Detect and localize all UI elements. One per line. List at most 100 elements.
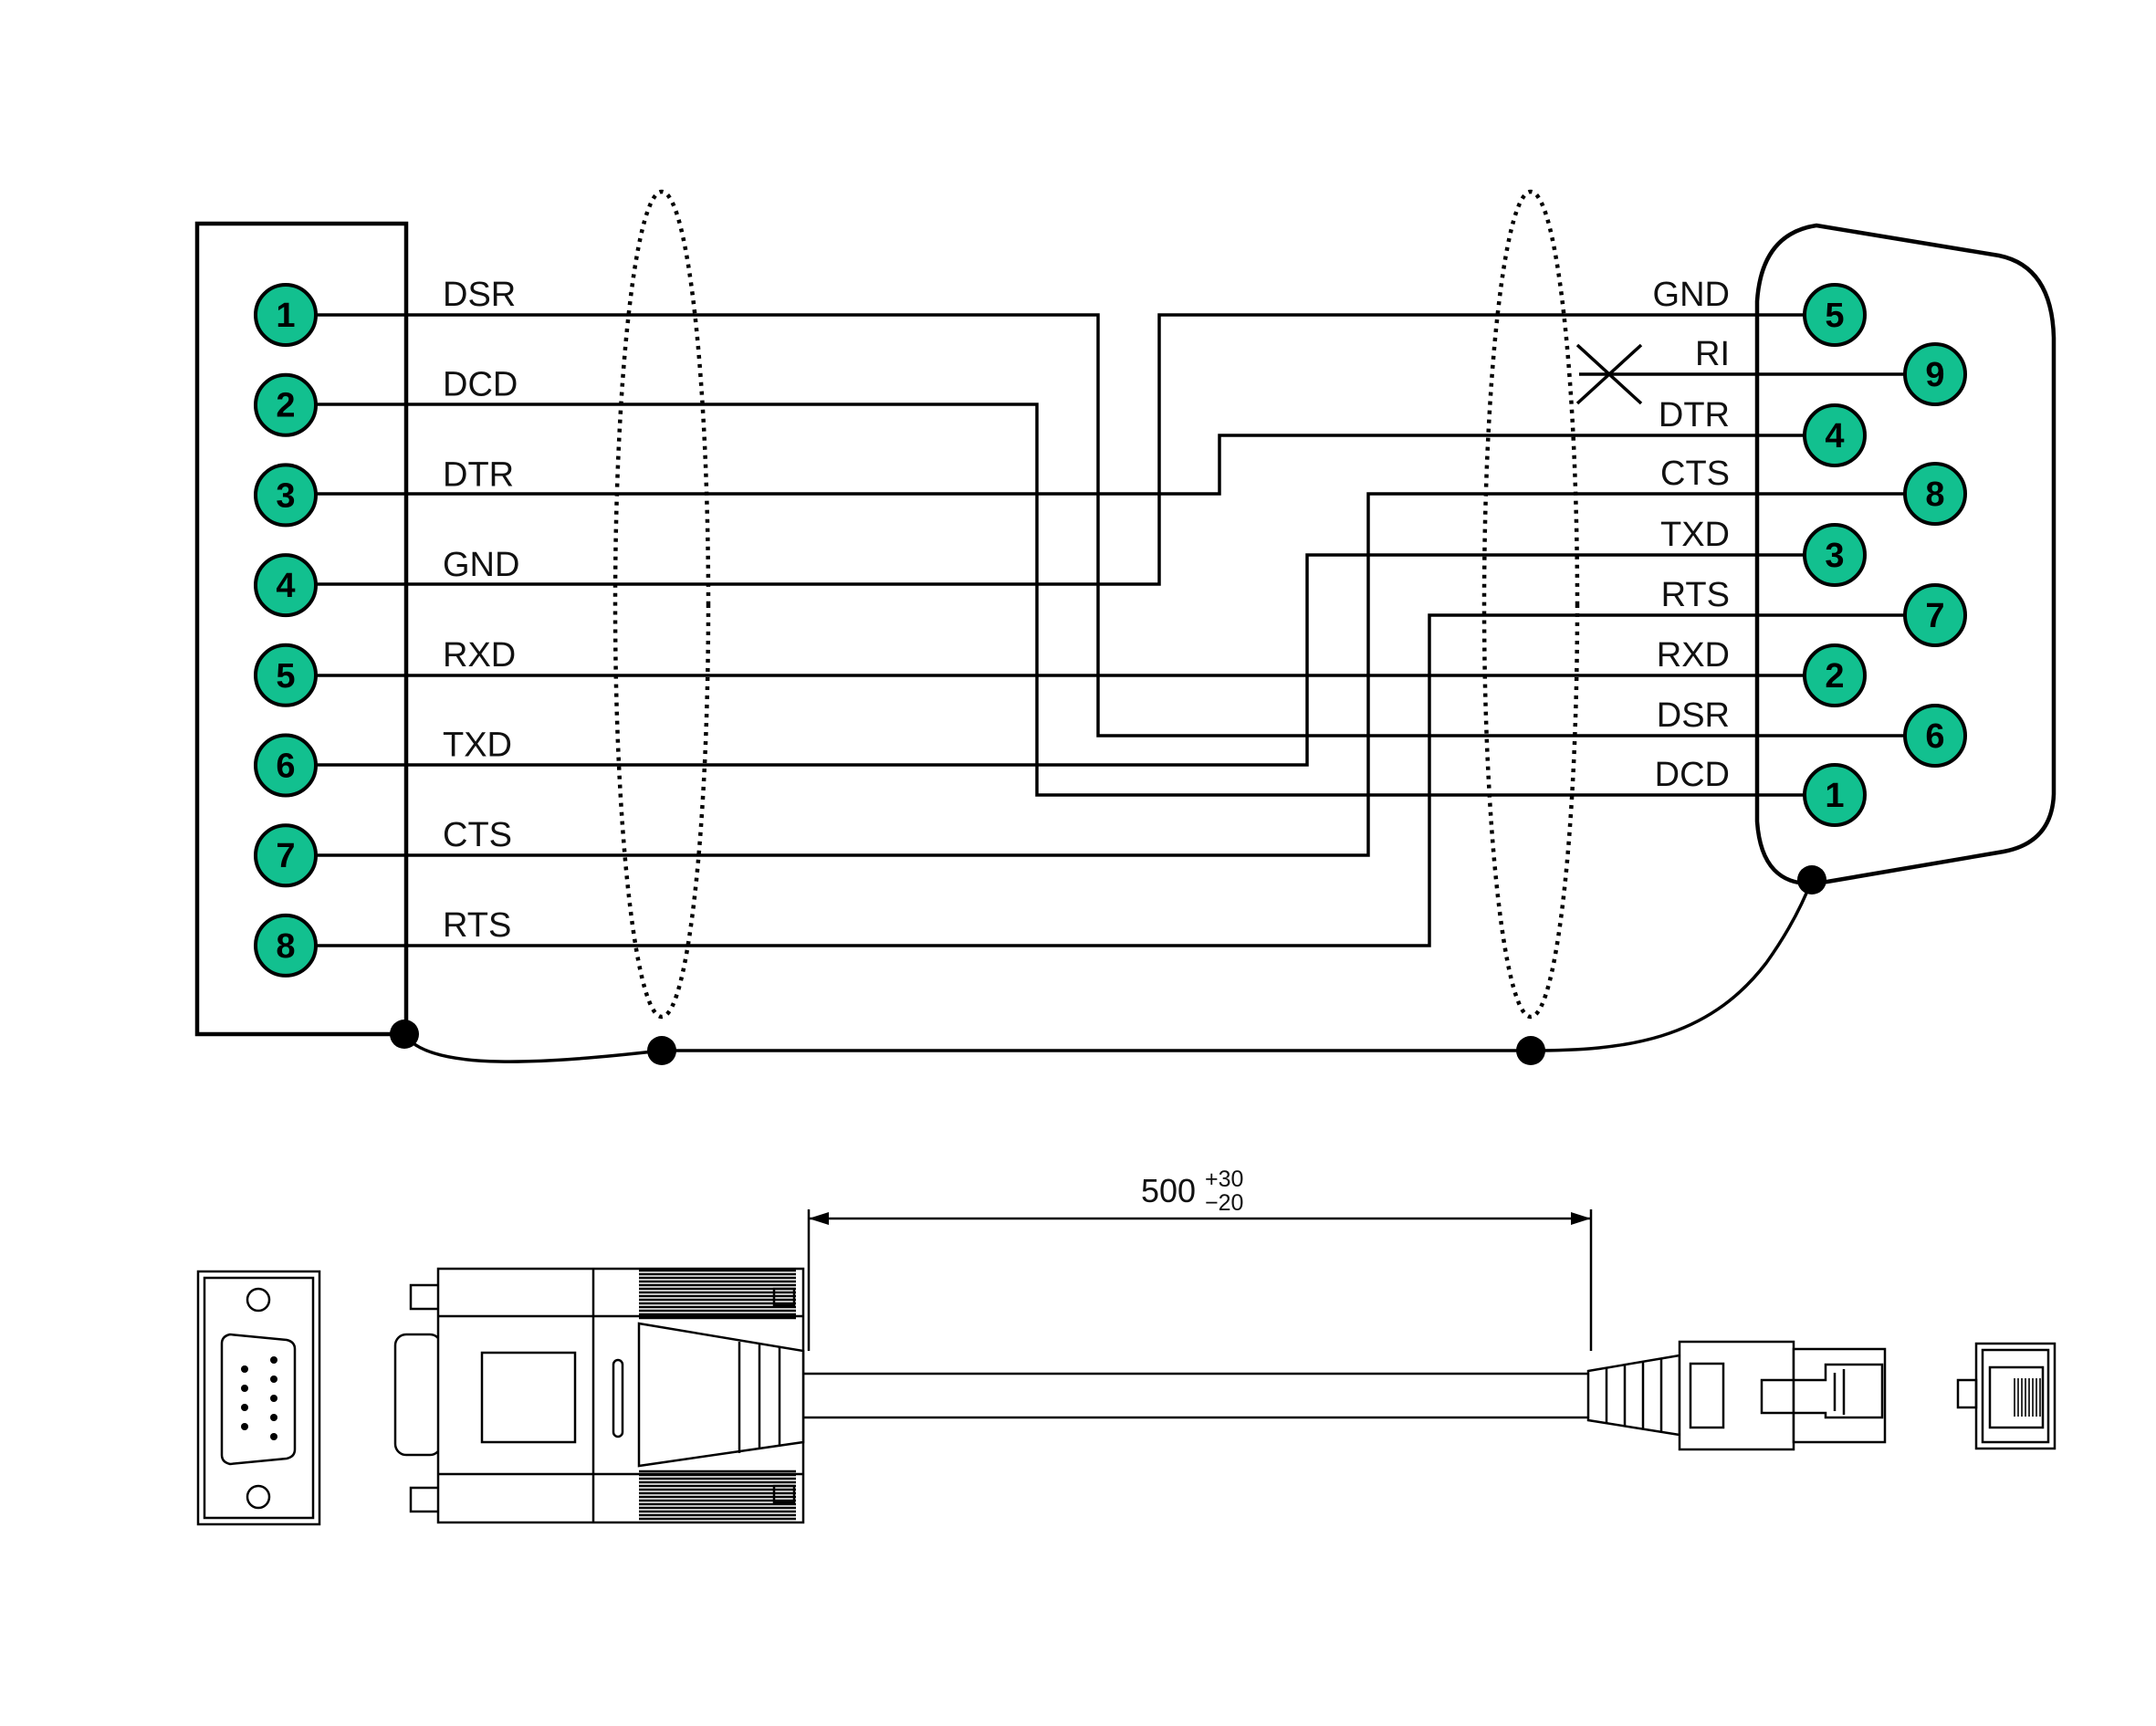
mounting-hole [246,1287,271,1313]
right-connector-outline [1754,223,2057,886]
pin-circle [254,643,318,707]
pin-circle [254,463,318,528]
pin-circle [254,372,318,437]
right-pin-2: 2 RXD [1657,636,1867,707]
left-pin-2: 2 DCD [254,366,518,437]
left-pin-6: 6 TXD [254,727,512,798]
pin-number: 4 [276,567,295,605]
pin-number: 2 [1825,657,1844,696]
cable-shield-left [612,189,711,1020]
rj45-front-view [1956,1342,2057,1450]
left-pin-5: 5 RXD [254,636,516,707]
signal-label: GND [1653,276,1730,314]
rj45-plug-side-view [1586,1340,1887,1451]
right-pin-9: 9 RI [1695,335,1967,406]
pin-number: 8 [276,927,295,966]
right-pin-7: 7 RTS [1661,576,1967,647]
pin-number: 6 [1925,717,1944,756]
signal-label: DTR [443,455,514,494]
wire-dsr-to-dsr [286,313,1935,737]
signal-label: CTS [443,816,512,854]
signal-label: TXD [443,727,512,765]
pin-circle [254,733,318,798]
signal-label: RTS [1661,576,1730,614]
wire-cts-to-cts [286,492,1935,857]
wire-rts-to-rts [286,613,1935,947]
pin-number: 2 [276,387,295,425]
junction-dot [647,1036,676,1065]
pin-number: 8 [1925,476,1944,514]
pin-circle [254,823,318,888]
signal-label: DCD [1655,756,1730,794]
junction-dot [390,1020,419,1049]
right-pin-1: 1 DCD [1655,756,1867,827]
pin-number: 7 [276,837,295,875]
left-connector-outline [194,221,409,1037]
pin-circle [1903,462,1967,526]
signal-label: RI [1695,335,1730,373]
left-pin-4: 4 GND [254,546,519,618]
pin-number: 1 [1825,777,1844,815]
dimension-arrow-right [1571,1212,1591,1225]
signal-label: DSR [443,276,516,314]
pin-circle [254,553,318,618]
pin-number: 5 [1825,297,1844,335]
wire-txd-to-txd [286,553,1835,767]
dimension-tolerance-minus: −20 [1205,1190,1243,1216]
pin-circle [254,913,318,978]
pin-circle [1803,763,1867,827]
signal-label: DCD [443,366,518,404]
junction-dot [1797,865,1826,894]
left-pin-3: 3 DTR [254,455,514,528]
mounting-hole [246,1484,271,1510]
db9-shell [220,1333,297,1466]
db9-front-view [196,1270,321,1526]
left-pin-1: 1 DSR [254,276,516,347]
signal-label: DTR [1659,396,1730,434]
pin-number: 4 [1825,417,1844,455]
signal-label: TXD [1660,516,1730,554]
pin-number: 3 [276,476,295,515]
signal-label: RXD [1657,636,1730,675]
wire-dtr-to-dtr [286,434,1835,496]
pin-circle [1903,583,1967,647]
pin-number: 9 [1925,356,1944,394]
right-pin-4: 4 DTR [1659,396,1867,467]
db9-pin-holes [241,1356,277,1440]
signal-label: RXD [443,636,516,675]
junction-dots [390,865,1826,1065]
dimension-length: 500 [1141,1172,1196,1209]
pin-circle [1903,704,1967,768]
dimension-arrow-left [809,1212,829,1225]
ri-cross-mark-icon [1575,343,1643,405]
pin-circle [1803,523,1867,587]
signal-label: DSR [1657,696,1730,735]
left-pin-7: 7 CTS [254,816,512,888]
cable-shield-right [1481,189,1580,1020]
signal-label: GND [443,546,519,584]
pin-circle [1803,403,1867,467]
junction-dot [1516,1036,1545,1065]
pin-circle [254,283,318,347]
rj45-contacts [2014,1378,2041,1417]
drain-wire [403,879,1814,1063]
pin-circle [1803,643,1867,707]
pin-number: 6 [276,748,295,786]
right-pin-5: 5 GND [1653,276,1867,347]
wires [286,313,1935,1063]
pin-number: 5 [276,657,295,696]
pin-number: 1 [276,297,295,335]
wire-dcd-to-dcd [286,403,1835,797]
right-pin-6: 6 DSR [1657,696,1967,768]
pin-circle [1903,342,1967,406]
pin-number: 7 [1925,597,1944,635]
cable-body [803,1372,1588,1419]
dimension-tolerance-plus: +30 [1205,1166,1243,1192]
wire-gnd-to-gnd [286,313,1835,586]
